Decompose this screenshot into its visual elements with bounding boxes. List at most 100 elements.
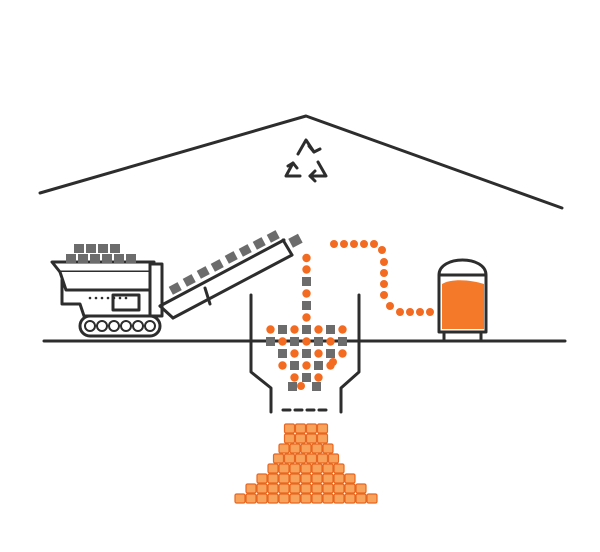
output-pellet [267,483,279,494]
rubble-block [74,244,84,253]
output-pellet [256,483,268,494]
pellet-dot [297,382,305,390]
track-wheel [144,320,156,332]
output-pellet [294,453,307,464]
output-pellet [234,493,246,504]
pellet-dot [314,325,323,334]
flow-dot [426,308,434,316]
output-pellet [245,493,257,504]
output-pellet [366,493,378,504]
output-pellet [344,493,356,504]
output-pellet [316,423,329,434]
pellet-dot [302,313,311,322]
output-pellet [300,493,312,504]
sorting-funnel [249,293,361,414]
rubble-block [98,244,108,253]
vent-dot [88,296,92,300]
conveyor-blocks [168,230,303,295]
flow-dot [396,308,404,316]
rubble-block [326,349,335,358]
output-pellet [294,423,307,434]
output-pellet [278,483,290,494]
output-pellet [305,453,318,464]
output-pellet [344,483,356,494]
output-pellet [300,463,312,474]
storage-tank-icon [437,258,488,342]
flow-dot [386,302,394,310]
pellet-dot [290,325,299,334]
rubble-block [314,337,323,346]
output-pellet [283,433,296,444]
pellet-dot [266,325,275,334]
machine-track-wheels [84,320,156,332]
rubble-block [288,382,297,391]
output-pellet [311,493,323,504]
output-pellet [289,463,301,474]
pellet-dot [329,358,337,366]
output-pellet [300,473,312,484]
output-pellet [283,453,296,464]
vent-dot [112,296,116,300]
output-pellet [256,473,268,484]
rubble-block [90,254,100,263]
pellet-flow-path [330,240,434,316]
track-wheel [120,320,132,332]
output-pellet [245,483,257,494]
output-pellet [333,493,345,504]
flow-dot [360,240,368,248]
vent-dot [100,296,104,300]
rubble-block [102,254,112,263]
output-pellet [289,443,301,454]
rubble-block [86,244,96,253]
output-pellet [355,493,367,504]
output-pellet [322,463,334,474]
rubble-block [326,325,335,334]
rubble-block [196,266,210,279]
output-pellet [311,473,323,484]
output-pellet [322,483,334,494]
rubble-block [278,325,287,334]
output-pellet [305,433,318,444]
output-pellet [333,473,345,484]
flow-dot [340,240,348,248]
output-pellet [322,443,334,454]
flow-dot [380,258,388,266]
output-pellet [311,443,323,454]
pellet-dot [338,349,347,358]
rubble-block [210,259,224,272]
vent-dot [124,296,128,300]
flow-dot [330,240,338,248]
track-wheel [96,320,108,332]
rubble-block [302,301,311,310]
rubble-block [266,230,280,243]
track-wheel [84,320,96,332]
pellet-dot [302,265,311,274]
output-pellet [333,463,345,474]
pellet-dot [278,337,287,346]
output-pellet [278,493,290,504]
output-pellet [311,483,323,494]
flow-dot [370,240,378,248]
pellet-dot [278,361,287,370]
rubble-block [302,349,311,358]
output-pellet [316,453,329,464]
output-pellet [300,483,312,494]
pellet-dot [302,289,311,298]
rubble-block [302,373,311,382]
rubble-block [224,251,238,264]
rubble-block [252,237,266,250]
rubble-block [312,382,321,391]
output-pellet [305,423,318,434]
rubble-block [238,244,252,257]
output-pellet [355,483,367,494]
flow-dot [380,291,388,299]
rubble-block [266,337,275,346]
rubble-block [288,233,303,248]
pellet-dot [290,373,299,382]
flow-dot [416,308,424,316]
vent-dot [106,296,110,300]
output-pellet [278,463,290,474]
mobile-crusher-icon [50,238,294,338]
